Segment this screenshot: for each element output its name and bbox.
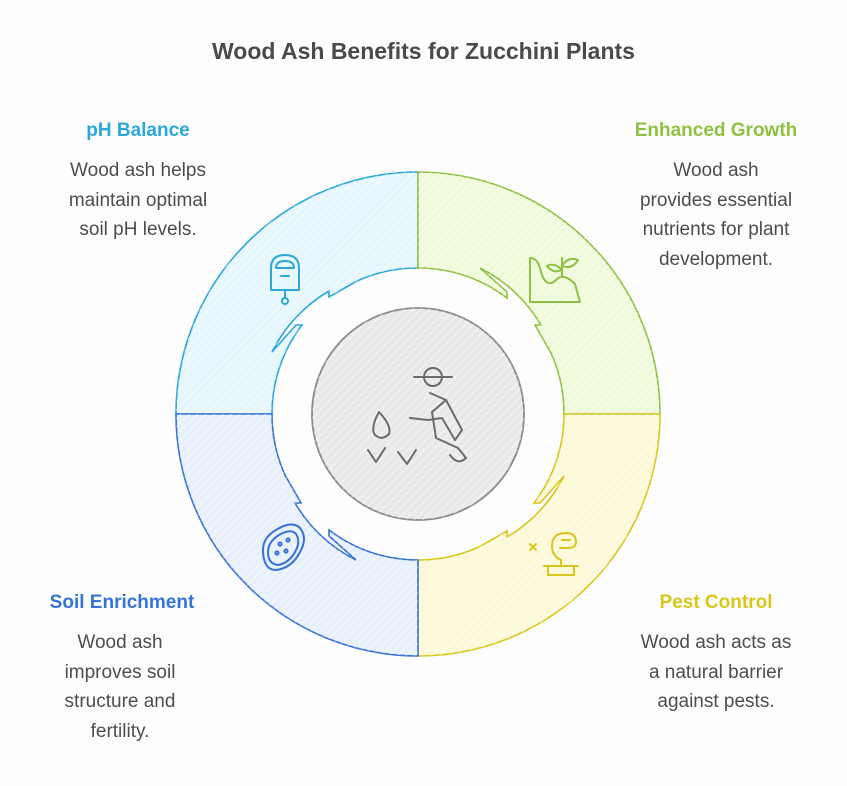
gardener-watering-icon — [367, 367, 467, 465]
segment-pest-control — [417, 413, 661, 657]
soil-sponge-icon — [261, 523, 305, 571]
sprouting-plant-icon — [529, 257, 581, 303]
snake-plant-icon — [529, 532, 579, 576]
desc-soil-enrichment: Wood ash improves soil structure and fer… — [64, 632, 176, 742]
desc-enhanced-growth: Wood ash provides essential nutrients fo… — [639, 160, 793, 270]
segment-ph-balance — [175, 171, 419, 415]
label-enhanced-growth: Enhanced Growth — [634, 120, 798, 141]
parking-meter-icon — [270, 254, 300, 305]
label-ph-balance: pH Balance — [86, 120, 190, 141]
center-hub — [311, 307, 525, 521]
label-soil-enrichment: Soil Enrichment — [49, 592, 195, 613]
desc-ph-balance: Wood ash helps maintain optimal soil pH … — [68, 160, 208, 240]
page-title: Wood Ash Benefits for Zucchini Plants — [212, 38, 635, 64]
segment-enhanced-growth — [417, 171, 661, 415]
desc-pest-control: Wood ash acts as a natural barrier again… — [640, 632, 792, 712]
label-pest-control: Pest Control — [659, 592, 773, 613]
